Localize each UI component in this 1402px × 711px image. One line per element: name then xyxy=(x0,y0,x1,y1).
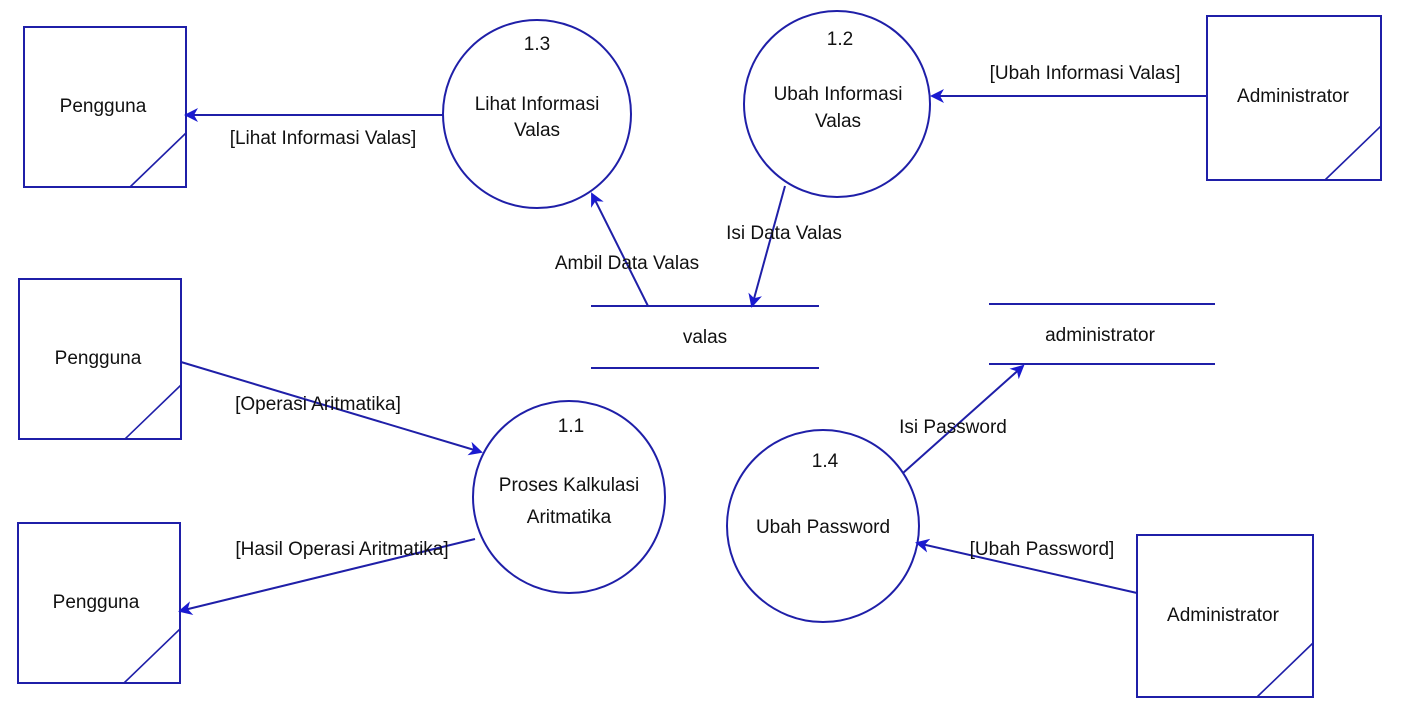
entity-administrator-top[interactable]: Administrator xyxy=(1206,15,1382,181)
process-1-2[interactable]: 1.2 Ubah Informasi Valas xyxy=(743,10,931,198)
entity-pengguna-mid[interactable]: Pengguna xyxy=(18,278,182,440)
flow-hasil-operasi-aritmatika[interactable]: [Hasil Operasi Aritmatika] xyxy=(178,538,476,615)
entity-administrator-bottom[interactable]: Administrator xyxy=(1136,534,1314,698)
process-1-1[interactable]: 1.1 Proses Kalkulasi Aritmatika xyxy=(472,400,666,594)
process-number: 1.3 xyxy=(524,34,550,55)
process-number: 1.2 xyxy=(827,29,853,50)
entity-label: Administrator xyxy=(1237,86,1350,107)
entity-pengguna-bottom[interactable]: Pengguna xyxy=(17,522,181,684)
process-1-4[interactable]: 1.4 Ubah Password xyxy=(726,429,920,623)
datastore-label: administrator xyxy=(1045,325,1155,346)
flow-operasi-aritmatika[interactable]: [Operasi Aritmatika] xyxy=(180,361,483,456)
process-label: Proses Kalkulasi xyxy=(499,475,639,496)
flow-label: [Operasi Aritmatika] xyxy=(235,394,401,415)
process-1-3[interactable]: 1.3 Lihat Informasi Valas xyxy=(442,19,632,209)
datastore-label: valas xyxy=(683,327,727,348)
process-label: Valas xyxy=(815,111,861,132)
entity-pengguna-top[interactable]: Pengguna xyxy=(23,26,187,188)
process-label: Valas xyxy=(514,120,560,141)
process-label: Lihat Informasi xyxy=(475,94,600,115)
flow-label: Ambil Data Valas xyxy=(555,253,699,274)
flow-label: [Ubah Password] xyxy=(970,539,1115,560)
flow-ambil-data-valas[interactable]: Ambil Data Valas xyxy=(555,192,699,307)
entity-label: Pengguna xyxy=(55,348,142,369)
flow-ubah-informasi-valas[interactable]: [Ubah Informasi Valas] xyxy=(930,63,1207,103)
flow-label: Isi Password xyxy=(899,417,1007,438)
process-label: Ubah Password xyxy=(756,517,890,538)
process-number: 1.4 xyxy=(812,451,839,472)
flow-label: [Ubah Informasi Valas] xyxy=(990,63,1181,84)
flow-label: [Lihat Informasi Valas] xyxy=(230,128,417,149)
flow-label: [Hasil Operasi Aritmatika] xyxy=(235,539,448,560)
flow-label: Isi Data Valas xyxy=(726,223,842,244)
flow-isi-password[interactable]: Isi Password xyxy=(899,364,1025,474)
datastore-administrator[interactable]: administrator xyxy=(989,303,1215,365)
entity-label: Pengguna xyxy=(60,96,147,117)
flow-lihat-informasi-valas[interactable]: [Lihat Informasi Valas] xyxy=(184,108,443,149)
process-label: Aritmatika xyxy=(527,507,612,528)
flow-isi-data-valas[interactable]: Isi Data Valas xyxy=(726,185,842,308)
process-label: Ubah Informasi xyxy=(774,84,903,105)
entity-label: Pengguna xyxy=(53,592,140,613)
process-number: 1.1 xyxy=(558,416,584,437)
datastore-valas[interactable]: valas xyxy=(591,305,819,369)
flow-ubah-password[interactable]: [Ubah Password] xyxy=(915,538,1138,594)
entity-label: Administrator xyxy=(1167,605,1280,626)
